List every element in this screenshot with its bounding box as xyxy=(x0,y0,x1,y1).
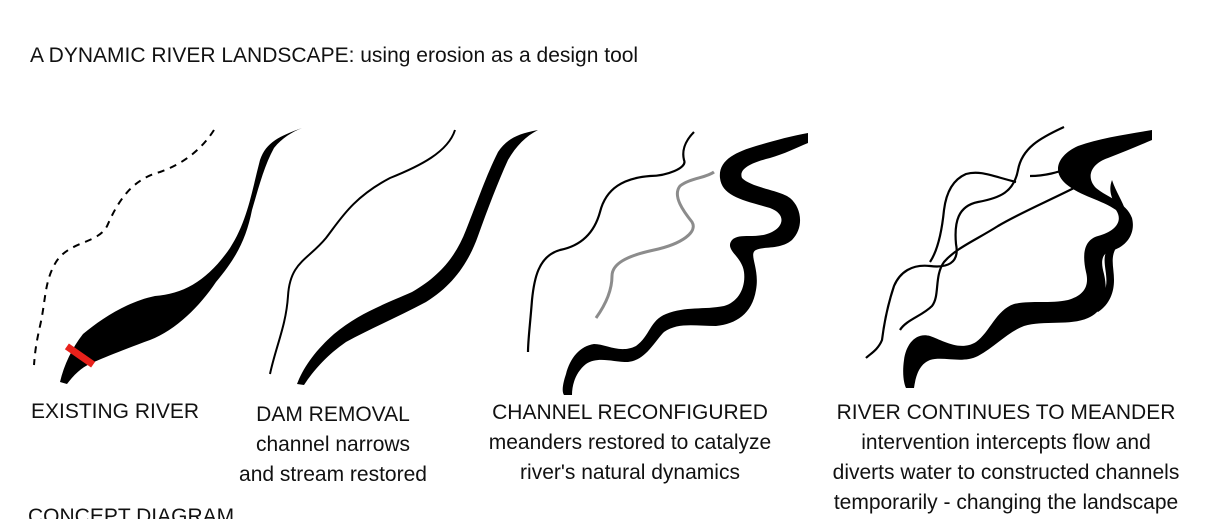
concept-diagram-label: CONCEPT DIAGRAM xyxy=(28,505,235,519)
panel-existing-river-drawing xyxy=(33,128,302,384)
meandering-river-main-channel xyxy=(903,130,1152,388)
caption-line: intervention intercepts flow and xyxy=(861,431,1151,454)
former-riverbank-dashed-line xyxy=(33,129,215,366)
caption-heading: RIVER CONTINUES TO MEANDER xyxy=(836,401,1176,424)
constructed-channel-lower-line xyxy=(899,187,1075,331)
constructed-channel-crossing-line xyxy=(929,171,1017,263)
caption-line: diverts water to constructed channels xyxy=(832,461,1180,484)
panel-dam-removal-drawing xyxy=(269,129,538,385)
restored-channel-grey-line xyxy=(594,170,715,319)
caption-dam-removal: DAM REMOVAL channel narrows and stream r… xyxy=(222,400,444,490)
constructed-channel-upper-line xyxy=(865,126,1065,359)
caption-river-continues-to-meander: RIVER CONTINUES TO MEANDER intervention … xyxy=(808,398,1204,518)
old-channel-thin-line xyxy=(526,131,695,353)
narrowed-river-channel xyxy=(297,130,538,385)
caption-heading: DAM REMOVAL xyxy=(256,403,410,426)
diagram-title: A DYNAMIC RIVER LANDSCAPE: using erosion… xyxy=(30,44,639,67)
caption-line: channel narrows xyxy=(255,433,411,456)
caption-line: river's natural dynamics xyxy=(520,461,740,484)
caption-channel-reconfigured: CHANNEL RECONFIGURED meanders restored t… xyxy=(470,398,790,488)
caption-heading: CHANNEL RECONFIGURED xyxy=(492,401,768,424)
existing-river-channel xyxy=(60,128,302,384)
panel-river-meander-drawing xyxy=(865,126,1152,388)
caption-line: and stream restored xyxy=(239,463,427,486)
caption-line: temporarily - changing the landscape xyxy=(833,491,1179,514)
meandering-river-side-channel xyxy=(1090,180,1128,312)
restored-stream-thin-line xyxy=(269,129,456,375)
caption-heading: EXISTING RIVER xyxy=(30,400,200,423)
caption-line: meanders restored to catalyze xyxy=(488,431,772,454)
caption-existing-river: EXISTING RIVER xyxy=(20,397,210,427)
panel-channel-reconfigured-drawing xyxy=(526,131,808,395)
meandering-river-channel xyxy=(562,133,808,395)
dam-marker xyxy=(64,343,96,368)
